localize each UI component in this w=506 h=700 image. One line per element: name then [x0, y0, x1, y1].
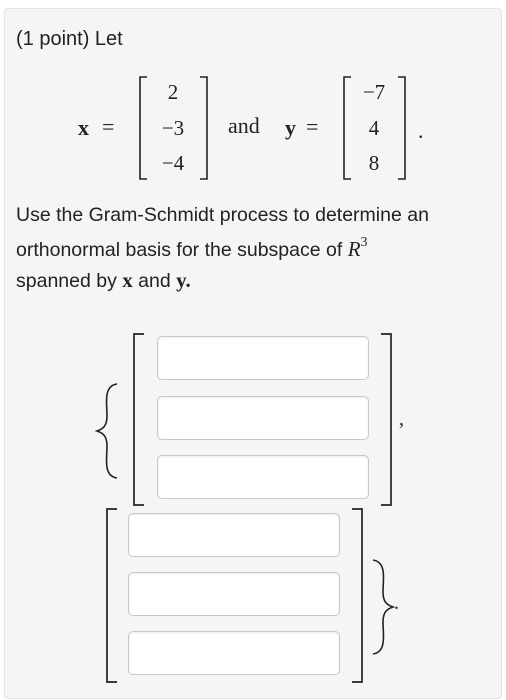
answer-vector1-entry-1-input[interactable]: [157, 336, 369, 380]
definition-period: .: [418, 118, 424, 143]
y-entry-2: 4: [368, 116, 380, 140]
answer-vector2-entry-2-input[interactable]: [128, 572, 340, 616]
space-base: R: [347, 237, 361, 261]
y-vector-left-bracket: [343, 76, 351, 180]
x-vector-right-bracket: [200, 76, 208, 180]
problem-header: (1 point) Let: [16, 28, 123, 50]
answer-comma: ,: [399, 408, 404, 430]
answer-vector2-right-bracket: [352, 508, 363, 683]
space-exponent: 3: [360, 235, 368, 250]
answer-vector2-entry-1-input[interactable]: [128, 513, 340, 557]
left-curly-brace: [94, 383, 118, 479]
instruction-line-3: spanned by x and y.: [16, 265, 496, 296]
right-curly-brace: [372, 559, 396, 655]
y-entry-1: −7: [362, 80, 386, 104]
instruction-x-symbol: x: [122, 268, 133, 292]
instruction-and: and: [132, 270, 177, 292]
instruction-period: .: [185, 268, 191, 292]
answer-vector1-entry-3-input[interactable]: [157, 455, 369, 499]
x-vector-left-bracket: [139, 76, 147, 180]
space-symbol: R3: [347, 235, 368, 261]
x-symbol: x: [78, 115, 89, 140]
instruction-line-2-text: orthonormal basis for the subspace of: [16, 239, 348, 261]
y-vector-right-bracket: [398, 76, 406, 180]
y-equals: =: [306, 114, 319, 139]
answer-final-period: .: [394, 592, 399, 614]
answer-vector1-left-bracket: [133, 333, 144, 506]
x-entry-1: 2: [167, 80, 179, 104]
answer-vector2-left-bracket: [106, 508, 117, 683]
instruction-line-3-text: spanned by: [16, 270, 123, 292]
x-entry-2: −3: [161, 116, 185, 140]
x-equals: =: [102, 114, 115, 139]
answer-vector1-right-bracket: [381, 333, 392, 506]
y-entry-3: 8: [368, 151, 380, 175]
y-symbol: y: [285, 115, 296, 140]
answer-vector2-entry-3-input[interactable]: [128, 631, 340, 675]
instruction-line-1: Use the Gram-Schmidt process to determin…: [16, 204, 429, 226]
and-word: and: [228, 113, 260, 138]
instruction-line-2: orthonormal basis for the subspace of R3: [16, 230, 496, 265]
instruction-y-symbol: y: [176, 268, 186, 292]
answer-vector1-entry-2-input[interactable]: [157, 396, 369, 440]
instruction-paragraph: Use the Gram-Schmidt process to determin…: [16, 200, 496, 296]
x-entry-3: −4: [161, 151, 185, 175]
